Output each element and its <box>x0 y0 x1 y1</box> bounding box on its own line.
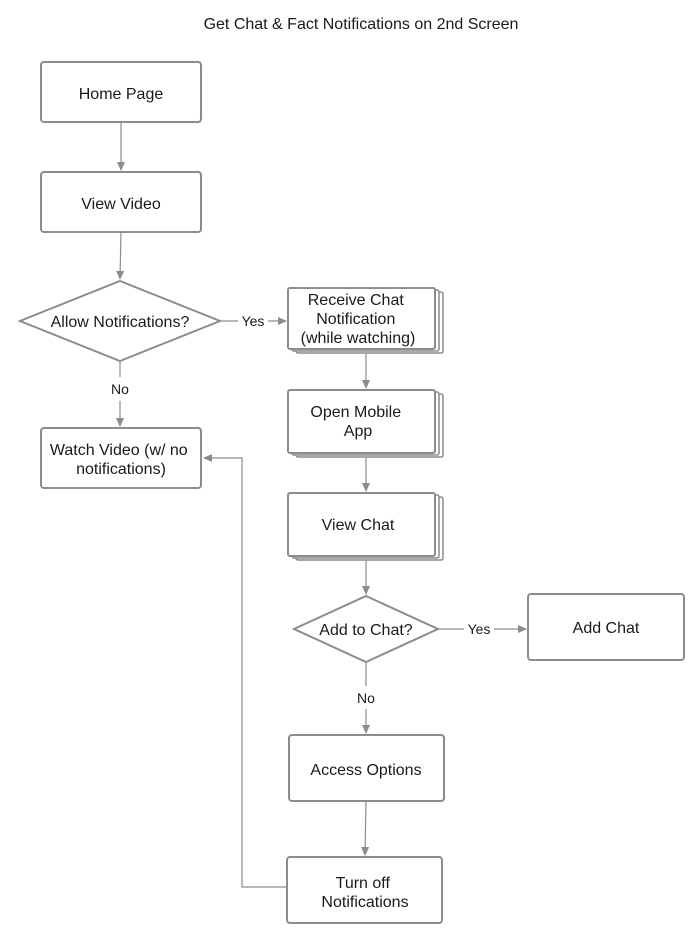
svg-text:Watch Video (w/ no notif: Watch Video (w/ no notifications) <box>50 442 192 478</box>
node-receive-chat-line-3: (while watching) <box>301 330 416 347</box>
node-open-mobile-app-line-1: Open Mobile <box>310 404 401 421</box>
svg-text:Access Options: Access Options <box>310 762 421 779</box>
node-turn-off-notifications: Turn off Notifications <box>286 856 443 924</box>
edge-label-add-yes: Yes <box>468 621 491 637</box>
node-watch-video-line-2: notifications) <box>76 461 166 478</box>
node-turn-off-notifications-line-1: Turn off <box>336 875 391 892</box>
node-add-to-chat-line-1: Add to Chat? <box>319 622 413 639</box>
svg-text:Home Page: Home Page <box>79 86 164 103</box>
edge-access-to-turn-off <box>361 800 370 856</box>
node-home-page-line-1: Home Page <box>79 86 164 103</box>
svg-text:Add Chat: Add Chat <box>573 620 640 637</box>
svg-text:Allow Notifications?: Allow Notifications? <box>51 314 190 331</box>
node-view-video: View Video <box>40 171 202 233</box>
node-receive-chat-line-2: Notification <box>316 311 395 328</box>
node-open-mobile-app-line-2: App <box>344 423 373 440</box>
node-open-mobile-app: Open Mobile App <box>287 389 444 458</box>
node-view-video-line-1: View Video <box>81 196 161 213</box>
node-access-options-line-1: Access Options <box>310 762 421 779</box>
diagram-title: Get Chat & Fact Notifications on 2nd Scr… <box>204 16 519 33</box>
node-add-to-chat: Add to Chat? <box>291 594 441 664</box>
node-home-page: Home Page <box>40 61 202 123</box>
edge-turn-off-to-watch <box>203 454 287 888</box>
svg-text:View Video: View Video <box>81 196 161 213</box>
svg-text:Turn off Notifications: Turn off Notifications <box>321 875 408 911</box>
svg-text:Receive Chat Notificatio: Receive Chat Notification (while watchin… <box>301 292 416 347</box>
node-receive-chat-line-1: Receive Chat <box>308 292 405 309</box>
node-receive-chat: Receive Chat Notification (while watchin… <box>287 287 444 354</box>
node-view-chat-line-1: View Chat <box>322 517 395 534</box>
node-access-options: Access Options <box>288 734 445 802</box>
edge-label-add-no: No <box>357 690 375 706</box>
node-turn-off-notifications-line-2: Notifications <box>321 894 408 911</box>
node-add-chat-line-1: Add Chat <box>573 620 640 637</box>
node-allow-notifications: Allow Notifications? <box>17 279 223 363</box>
node-allow-notifications-line-1: Allow Notifications? <box>51 314 190 331</box>
svg-text:View Chat: View Chat <box>322 517 395 534</box>
svg-text:Add to Chat?: Add to Chat? <box>319 622 413 639</box>
node-add-chat: Add Chat <box>527 593 685 661</box>
node-watch-video-line-1: Watch Video (w/ no <box>50 442 188 459</box>
edge-label-allow-yes: Yes <box>242 313 265 329</box>
node-view-chat: View Chat <box>287 492 444 561</box>
edge-label-allow-no: No <box>111 381 129 397</box>
edges <box>116 122 527 888</box>
edge-view-video-to-allow <box>116 231 125 280</box>
svg-text:Open Mobile App: Open Mobile App <box>310 404 405 440</box>
node-watch-video: Watch Video (w/ no notifications) <box>40 427 202 489</box>
